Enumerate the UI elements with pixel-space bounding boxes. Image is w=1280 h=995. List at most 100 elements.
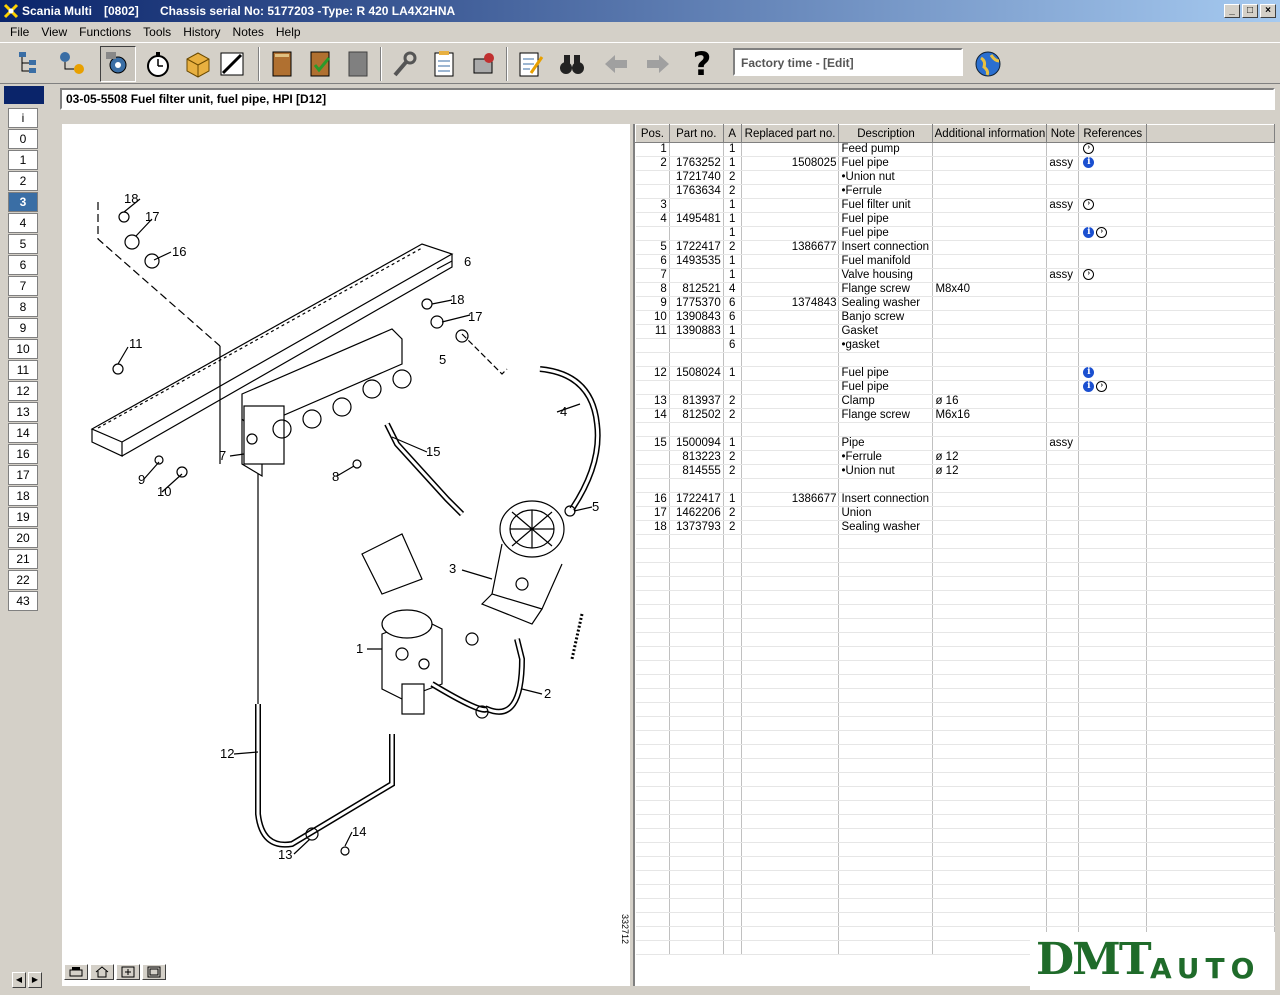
column-header-part-no[interactable]: Part no. — [668, 124, 724, 143]
column-header-a[interactable]: A — [722, 124, 742, 143]
position-tab-active[interactable]: 3 — [8, 192, 38, 212]
table-row[interactable] — [635, 772, 1275, 787]
book-button[interactable] — [264, 46, 300, 82]
go-to-icon[interactable]: › — [1096, 381, 1108, 393]
table-row[interactable] — [635, 576, 1275, 591]
table-row[interactable] — [635, 688, 1275, 703]
position-tab[interactable]: 7 — [8, 276, 38, 296]
scroll-right-button[interactable]: ▶ — [28, 972, 42, 988]
table-row[interactable] — [635, 758, 1275, 773]
go-to-icon[interactable]: › — [1096, 227, 1108, 239]
table-row[interactable] — [635, 786, 1275, 801]
table-row[interactable] — [635, 478, 1275, 493]
menu-help[interactable]: Help — [275, 25, 301, 39]
factory-time-field[interactable]: Factory time - [Edit] — [733, 48, 963, 76]
table-row[interactable] — [635, 912, 1275, 927]
package-button[interactable] — [180, 46, 216, 82]
close-button[interactable]: × — [1260, 4, 1276, 18]
info-icon[interactable]: i — [1083, 381, 1095, 393]
forward-button[interactable] — [640, 46, 676, 82]
scroll-left-button[interactable]: ◀ — [12, 972, 26, 988]
table-row[interactable] — [635, 548, 1275, 563]
table-row[interactable] — [635, 632, 1275, 647]
menu-history[interactable]: History — [183, 25, 221, 39]
position-tab[interactable]: 13 — [8, 402, 38, 422]
book-grey-button[interactable] — [340, 46, 376, 82]
menu-notes[interactable]: Notes — [232, 25, 264, 39]
notes-button[interactable] — [512, 46, 548, 82]
minimize-button[interactable]: _ — [1224, 4, 1240, 18]
go-to-icon[interactable]: › — [1083, 143, 1095, 155]
position-tab[interactable]: 2 — [8, 171, 38, 191]
parts-button[interactable] — [100, 46, 136, 82]
tree-view-button[interactable] — [12, 46, 48, 82]
column-header-pos[interactable]: Pos. — [635, 124, 670, 143]
position-tab[interactable]: 6 — [8, 255, 38, 275]
maximize-button[interactable]: □ — [1242, 4, 1258, 18]
table-row[interactable] — [635, 800, 1275, 815]
document-tools-button[interactable] — [214, 46, 250, 82]
position-tab[interactable]: 12 — [8, 381, 38, 401]
service-button[interactable] — [466, 46, 502, 82]
table-row[interactable] — [635, 702, 1275, 717]
column-header-note[interactable]: Note — [1046, 124, 1080, 143]
wrench-button[interactable] — [386, 46, 422, 82]
info-icon[interactable]: i — [1083, 157, 1095, 169]
position-tab[interactable]: 10 — [8, 339, 38, 359]
position-tab[interactable]: 4 — [8, 213, 38, 233]
table-row[interactable] — [635, 884, 1275, 899]
position-tab[interactable]: 19 — [8, 507, 38, 527]
table-row[interactable] — [635, 716, 1275, 731]
table-row[interactable] — [635, 856, 1275, 871]
network-button[interactable] — [54, 46, 90, 82]
position-tab[interactable]: 14 — [8, 423, 38, 443]
help-button[interactable]: ? — [684, 45, 720, 83]
position-tab[interactable]: 1 — [8, 150, 38, 170]
position-tab[interactable]: 16 — [8, 444, 38, 464]
column-header-additional[interactable]: Additional information — [932, 124, 1048, 143]
home-view-button[interactable] — [90, 964, 114, 980]
checklist-button[interactable] — [426, 46, 462, 82]
position-tab[interactable]: 21 — [8, 549, 38, 569]
position-tab[interactable]: 20 — [8, 528, 38, 548]
position-tab[interactable]: 43 — [8, 591, 38, 611]
position-tab[interactable]: 8 — [8, 297, 38, 317]
column-header-description[interactable]: Description — [838, 124, 934, 143]
table-row[interactable] — [635, 646, 1275, 661]
menu-functions[interactable]: Functions — [79, 25, 132, 39]
table-row[interactable] — [635, 674, 1275, 689]
table-row[interactable] — [635, 730, 1275, 745]
table-row[interactable] — [635, 604, 1275, 619]
table-row[interactable] — [635, 898, 1275, 913]
table-row[interactable] — [635, 618, 1275, 633]
table-row[interactable] — [635, 870, 1275, 885]
globe-button[interactable] — [970, 46, 1006, 82]
fit-window-button[interactable] — [142, 964, 166, 980]
table-row[interactable] — [635, 562, 1275, 577]
position-tab[interactable]: 17 — [8, 465, 38, 485]
position-tab[interactable]: 5 — [8, 234, 38, 254]
table-row[interactable] — [635, 660, 1275, 675]
print-button[interactable] — [64, 964, 88, 980]
position-tab[interactable]: 22 — [8, 570, 38, 590]
